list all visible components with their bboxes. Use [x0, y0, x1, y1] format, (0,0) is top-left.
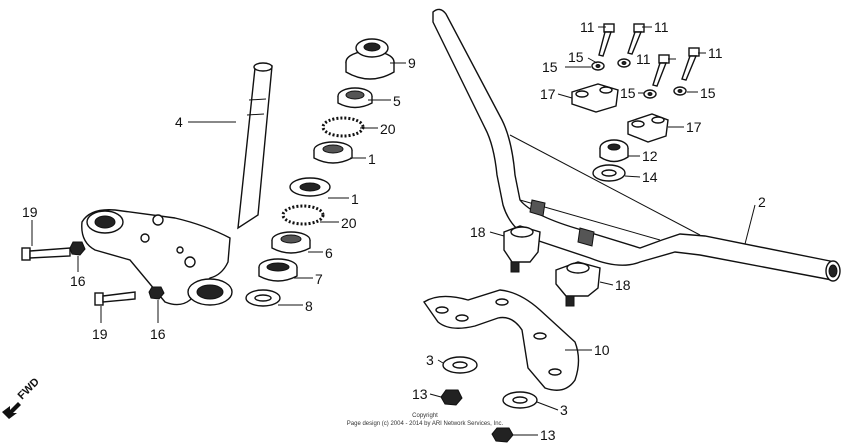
callout-8: 8: [305, 298, 313, 314]
callout-11-b: 11: [654, 19, 669, 35]
forward-arrow-icon: FWD: [2, 376, 42, 419]
callout-6: 6: [325, 245, 333, 261]
upper-holder-right: [627, 113, 669, 143]
callout-12: 12: [642, 148, 658, 164]
copyright-line-1: Copyright: [412, 413, 438, 419]
top-cone-race: [313, 141, 353, 164]
steel-balls-lower: [281, 204, 325, 226]
washer-15b: [617, 58, 631, 68]
steel-balls-upper: [321, 116, 365, 138]
nut-lower: [148, 286, 165, 300]
fwd-label: FWD: [16, 376, 42, 402]
callout-18-right: 18: [615, 277, 631, 293]
callout-3-lower: 3: [560, 402, 568, 418]
callout-9: 9: [408, 55, 416, 71]
holder-bolt-3: [652, 54, 670, 87]
callout-16-lower: 16: [150, 326, 166, 342]
stem-nut: [345, 38, 395, 80]
holder-bolt-1: [598, 23, 615, 57]
callout-15-b: 15: [542, 59, 558, 75]
nut-13-lower: [491, 427, 514, 443]
handlebar: [432, 8, 841, 282]
callout-1-upper: 1: [368, 151, 376, 167]
bottom-bridge: [81, 209, 233, 306]
pinch-bolt-lower: [94, 291, 136, 306]
lower-holder-left: [503, 225, 541, 273]
washer-15c: [643, 89, 657, 99]
callout-19-upper: 19: [22, 204, 38, 220]
washer-8: [245, 289, 281, 307]
nut-upper: [69, 241, 86, 256]
callout-4: 4: [175, 114, 183, 130]
bottom-cone-race: [271, 231, 311, 254]
callout-5: 5: [393, 93, 401, 109]
callout-20-lower: 20: [341, 215, 357, 231]
leader-lines: [31, 26, 756, 436]
callout-2: 2: [758, 194, 766, 210]
callout-13-lower: 13: [540, 427, 556, 443]
pinch-bolt-upper: [21, 247, 71, 261]
callout-15-c: 15: [620, 85, 636, 101]
dust-seal: [258, 258, 298, 282]
washer-15a: [591, 61, 605, 71]
callout-10: 10: [594, 342, 610, 358]
holder-bolt-2: [627, 23, 645, 55]
callout-17-right: 17: [686, 119, 702, 135]
callout-16-upper: 16: [70, 273, 86, 289]
callout-11-a: 11: [580, 19, 595, 35]
ball-race-upper: [289, 177, 331, 197]
nut-13-upper: [440, 389, 463, 406]
callout-3-upper: 3: [426, 352, 434, 368]
callout-15-d: 15: [700, 85, 716, 101]
callout-20-upper: 20: [380, 121, 396, 137]
holder-bolt-4: [681, 47, 700, 81]
copyright-line-2: Page design (c) 2004 - 2014 by ARI Netwo…: [347, 421, 504, 427]
callout-7: 7: [315, 271, 323, 287]
callout-14: 14: [642, 169, 658, 185]
upper-holder-left: [571, 83, 619, 113]
bearing-adjust-nut: [337, 87, 373, 109]
washer-3-lower: [502, 391, 538, 409]
callout-11-c: 11: [636, 51, 651, 67]
washer-14: [592, 164, 626, 182]
washer-3-upper: [442, 356, 478, 374]
callout-15-a: 15: [568, 49, 584, 65]
callout-17-left: 17: [540, 86, 556, 102]
washer-15d: [673, 86, 687, 96]
lower-holder-right: [555, 261, 601, 307]
nut-12: [599, 139, 629, 163]
callout-13-upper: 13: [412, 386, 428, 402]
callout-19-lower: 19: [92, 326, 108, 342]
handlebar-plate: [423, 289, 580, 391]
callout-18-left: 18: [470, 224, 486, 240]
steering-stem: [237, 62, 273, 230]
callout-11-d: 11: [708, 45, 723, 61]
callout-1-lower: 1: [351, 191, 359, 207]
